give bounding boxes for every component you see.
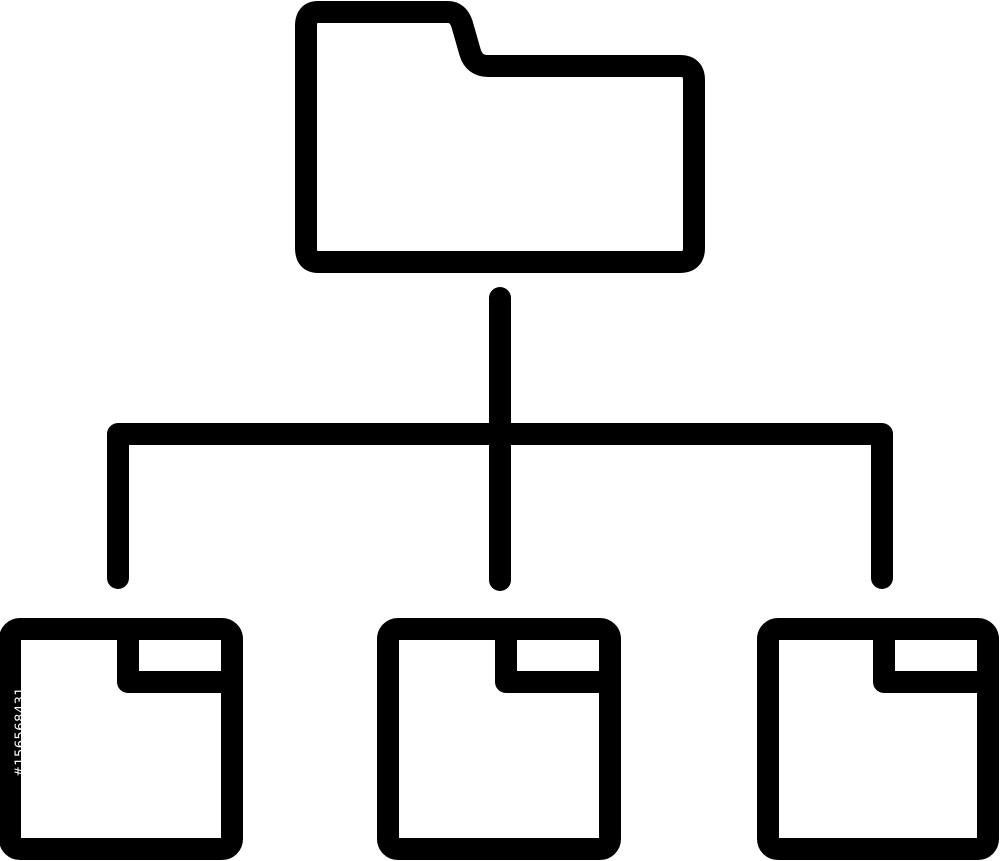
- watermark-side-text: #156568431: [8, 612, 34, 852]
- document-corner-fold: [117, 620, 239, 693]
- document-corner-fold: [873, 620, 995, 693]
- document-corner-fold: [495, 620, 617, 693]
- connector-branch: [107, 423, 893, 589]
- child-document-1: [0, 618, 243, 860]
- child-document-3: [757, 618, 999, 860]
- folder-icon: [295, 1, 705, 273]
- watermark-id: #156568431: [13, 686, 29, 778]
- child-document-2: [377, 618, 621, 860]
